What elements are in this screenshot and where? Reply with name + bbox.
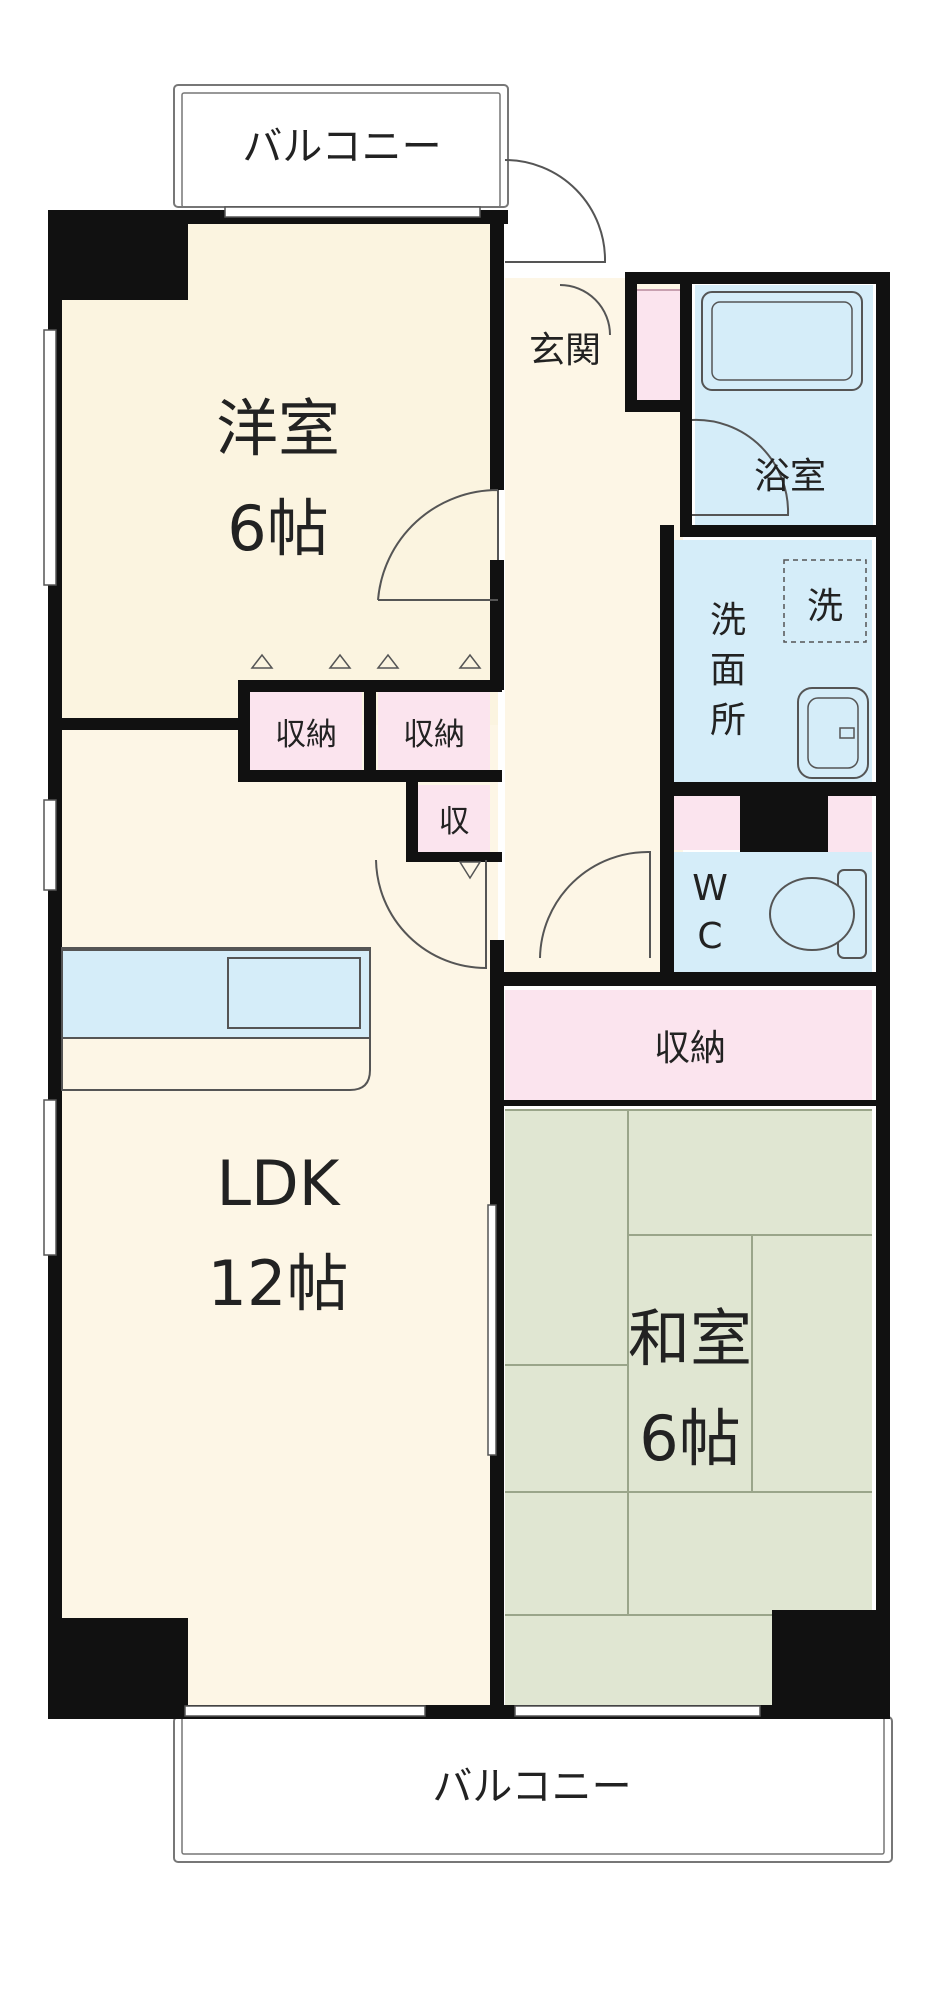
storage-a-label: 収納 <box>275 717 337 753</box>
bath-label: 浴室 <box>754 456 826 497</box>
closet-markers <box>250 653 482 880</box>
washroom-storage-left <box>672 790 742 850</box>
shoe-storage <box>631 289 683 403</box>
ldk-floor <box>60 725 498 1715</box>
tatami-lines <box>505 1109 872 1616</box>
washroom-label-1: 洗 <box>710 600 746 641</box>
bathtub <box>701 291 863 391</box>
ldk-size: 12帖 <box>208 1247 349 1320</box>
wc-label-c: C <box>697 916 722 957</box>
toilet <box>769 869 867 959</box>
western-room-size: 6帖 <box>227 492 328 565</box>
western-room-name: 洋室 <box>216 392 340 465</box>
washroom-storage-right <box>828 796 872 852</box>
washer-label: 洗 <box>807 586 843 627</box>
japanese-room-name: 和室 <box>628 1302 752 1375</box>
closet-label: 収納 <box>654 1028 726 1069</box>
doors <box>375 159 790 970</box>
balcony-top-label: バルコニー <box>242 124 441 170</box>
entrance-floor <box>505 278 625 408</box>
closet-floor <box>505 990 872 1102</box>
balcony-bottom-label: バルコニー <box>432 1764 631 1810</box>
washroom-label-3: 所 <box>710 700 746 741</box>
walls <box>48 210 890 1719</box>
wash-basin <box>797 687 869 779</box>
storage-b-label: 収納 <box>403 717 465 753</box>
storage-small-floor <box>418 785 490 857</box>
entrance-label: 玄関 <box>529 330 601 371</box>
storage-b-floor <box>378 690 490 772</box>
washroom-label-2: 面 <box>710 650 746 691</box>
washer-pan <box>783 559 867 643</box>
wc-label-w: W <box>692 868 728 909</box>
kitchen-counter <box>61 947 371 1091</box>
western-room-floor <box>60 220 498 725</box>
ldk-name: LDK <box>217 1147 341 1220</box>
windows <box>43 206 761 1717</box>
storage-small-label: 収 <box>439 804 470 840</box>
storage-a-floor <box>250 690 362 772</box>
japanese-room-size: 6帖 <box>639 1402 740 1475</box>
